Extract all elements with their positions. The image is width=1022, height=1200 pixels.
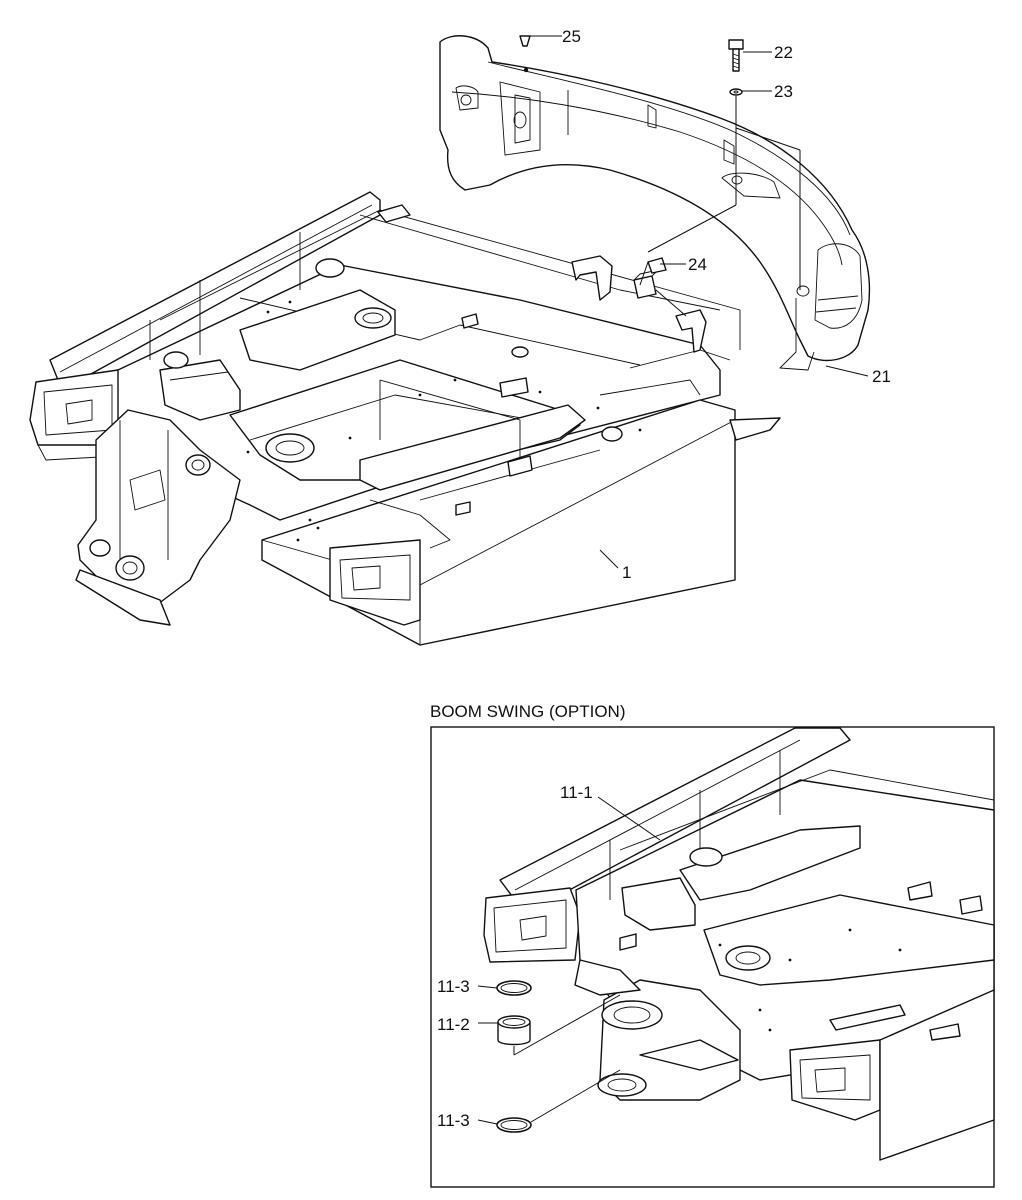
- callout-1: 1: [622, 563, 631, 582]
- callout-23: 23: [774, 82, 793, 101]
- bushing-11-2: [497, 1015, 531, 1046]
- counterweight: [439, 35, 871, 371]
- washer-23: [729, 88, 743, 96]
- callout-11-2: 11-2: [437, 1015, 470, 1034]
- callout-11-1: 11-1: [560, 783, 593, 802]
- callout-22: 22: [774, 43, 793, 62]
- bolt-22: [728, 39, 744, 72]
- callout-24: 24: [688, 255, 707, 274]
- callout-11-3-bottom: 11-3: [437, 1111, 470, 1130]
- upper-frame: [29, 191, 781, 646]
- leader-lines: [530, 35, 869, 569]
- inset-leader-lines: [477, 796, 661, 1125]
- spacer-plate-24: [571, 255, 707, 353]
- callout-21: 21: [872, 367, 891, 386]
- o-ring-11-3-top: [496, 980, 532, 996]
- inset-frame-drawing: [483, 727, 995, 1161]
- inset-title: BOOM SWING (OPTION): [430, 702, 626, 721]
- plug-25: [519, 35, 531, 47]
- o-ring-11-3-bottom: [496, 1117, 532, 1133]
- callout-11-3-top: 11-3: [437, 977, 470, 996]
- callout-25: 25: [562, 27, 581, 46]
